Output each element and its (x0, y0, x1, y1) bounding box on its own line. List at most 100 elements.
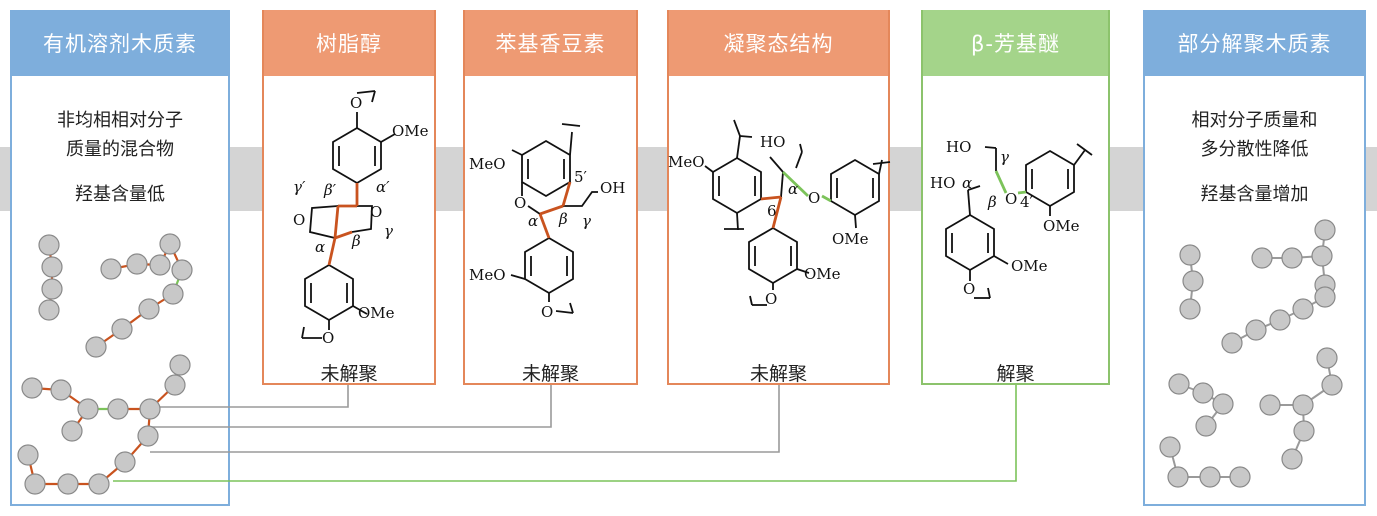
right-text-line3: 羟基含量增加 (1200, 184, 1309, 205)
condensed-structure-status: 未解聚 (749, 363, 807, 385)
resinol-beta: β (351, 232, 361, 250)
organosolv-lignin-title: 有机溶剂木质素 (12, 10, 228, 76)
right-network-node (1168, 373, 1190, 395)
phenylcoumaran-five-prime: 5′ (574, 168, 588, 186)
beta-aryl-ether-green-bonds (994, 170, 1027, 195)
left-network-node (139, 398, 161, 420)
beta-aryl-ether-ome-bottom: OMe (1011, 257, 1048, 275)
phenylcoumaran-meo-top: MeO (469, 155, 506, 173)
beta-aryl-ether-o-ether: O (1005, 190, 1017, 208)
connector-phenylcoumaran (150, 385, 552, 428)
resinol-ome-bottom: OMe (358, 304, 395, 322)
beta-aryl-ether-gamma: γ (1000, 148, 1009, 166)
right-text-line2: 多分散性降低 (1200, 139, 1309, 160)
phenylcoumaran-o-bottom: O (541, 303, 553, 321)
phenylcoumaran-meo-bottom: MeO (469, 266, 506, 284)
beta-aryl-ether-ho-top: HO (946, 138, 971, 156)
right-network-node (1212, 393, 1234, 415)
condensed-o-ether: O (808, 189, 820, 207)
left-network-node (171, 259, 193, 281)
right-network-node (1221, 332, 1243, 354)
right-network-node (1199, 466, 1221, 488)
organosolv-lignin-panel: 有机溶剂木质素 非均相相对分子 质量的混合物 羟基含量低 (10, 10, 230, 506)
left-network-node (137, 425, 159, 447)
left-network-node (126, 253, 148, 275)
left-network-node (41, 256, 63, 278)
left-network-node (50, 379, 72, 401)
resinol-beta-prime: β′ (323, 181, 337, 199)
left-network-node (88, 473, 110, 495)
right-text-line1: 相对分子质量和 (1191, 110, 1318, 131)
condensed-structure-title: 凝聚态结构 (669, 10, 888, 76)
right-network-node (1281, 448, 1303, 470)
condensed-meo: MeO (668, 153, 705, 171)
left-network-node (38, 299, 60, 321)
left-network-node (85, 336, 107, 358)
phenylcoumaran-orange-bonds (538, 181, 572, 239)
left-network-node (77, 398, 99, 420)
left-text-line1: 非均相相对分子 (57, 110, 183, 131)
left-text-line3: 羟基含量低 (75, 184, 165, 205)
condensed-ome-bottom: OMe (804, 265, 841, 283)
beta-aryl-ether-title-text: β-芳基醚 (971, 32, 1060, 56)
left-network-node (38, 234, 60, 256)
phenylcoumaran-o-ring: O (514, 194, 526, 212)
condensed-ome-right: OMe (832, 230, 869, 248)
resinol-title: 树脂醇 (264, 10, 434, 76)
left-network-node (21, 377, 43, 399)
left-network-node (41, 278, 63, 300)
resinol-o-bottom: O (322, 329, 334, 347)
beta-aryl-ether-ome-right: OMe (1043, 217, 1080, 235)
right-network-node (1316, 347, 1338, 369)
condensed-o-bottom: O (765, 290, 777, 308)
resinol-alpha-prime: α′ (376, 178, 390, 196)
condensed-structure-panel: 凝聚态结构 未解聚 (667, 10, 890, 385)
resinol-o-left: O (293, 211, 305, 229)
phenylcoumaran-title: 苯基香豆素 (465, 10, 636, 76)
left-network-node (164, 374, 186, 396)
right-network-node (1179, 298, 1201, 320)
right-network-node (1159, 436, 1181, 458)
resinol-gamma: γ (384, 222, 393, 240)
beta-aryl-ether-beta: β (987, 193, 997, 211)
right-network-node (1245, 319, 1267, 341)
right-network-node (1195, 415, 1217, 437)
right-network-node (1314, 219, 1336, 241)
beta-aryl-ether-four-prime: 4′ (1020, 193, 1034, 211)
resinol-alpha: α (315, 238, 325, 256)
resinol-gamma-prime: γ′ (293, 178, 306, 196)
phenylcoumaran-panel: 苯基香豆素 未解聚 (463, 10, 638, 385)
right-network-node (1269, 309, 1291, 331)
left-network-node (162, 283, 184, 305)
left-network-node (107, 398, 129, 420)
left-network-node (57, 473, 79, 495)
right-network-node (1292, 394, 1314, 416)
right-network-node (1321, 374, 1343, 396)
resinol-o-top: O (350, 94, 362, 112)
condensed-orange-bonds (760, 195, 783, 229)
connector-condensed (150, 385, 780, 453)
resinol-o-right: O (370, 203, 382, 221)
left-network-node (17, 444, 39, 466)
resinol-panel: 树脂醇 未解聚 (262, 10, 436, 385)
right-network-node (1281, 247, 1303, 269)
right-network-node (1251, 247, 1273, 269)
condensed-structure (704, 119, 891, 306)
beta-aryl-ether-o-bottom: O (963, 280, 975, 298)
beta-aryl-ether-title: β-芳基醚 (923, 10, 1108, 76)
right-network-node (1192, 382, 1214, 404)
beta-aryl-ether-panel: β-芳基醚 解聚 (921, 10, 1110, 385)
connector-resinol (150, 385, 349, 408)
phenylcoumaran-oh: OH (600, 179, 625, 197)
left-network-node (61, 420, 83, 442)
right-network-node (1167, 466, 1189, 488)
beta-aryl-ether-ho-alpha: HO (930, 174, 955, 192)
right-network-node (1292, 298, 1314, 320)
beta-aryl-ether-status: 解聚 (996, 363, 1035, 385)
left-text-line2: 质量的混合物 (66, 139, 174, 160)
phenylcoumaran-alpha: α (528, 212, 538, 230)
left-network-node (111, 318, 133, 340)
left-network-node (24, 473, 46, 495)
phenylcoumaran-status: 未解聚 (521, 363, 579, 385)
